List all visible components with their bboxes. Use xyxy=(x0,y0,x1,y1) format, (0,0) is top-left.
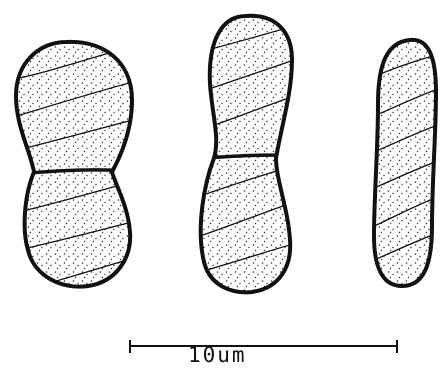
cell-2 xyxy=(195,10,300,300)
cell-3 xyxy=(368,34,442,292)
cell-1 xyxy=(10,35,140,295)
scale-bar xyxy=(130,340,397,353)
scale-bar-label: 10um xyxy=(188,343,247,367)
